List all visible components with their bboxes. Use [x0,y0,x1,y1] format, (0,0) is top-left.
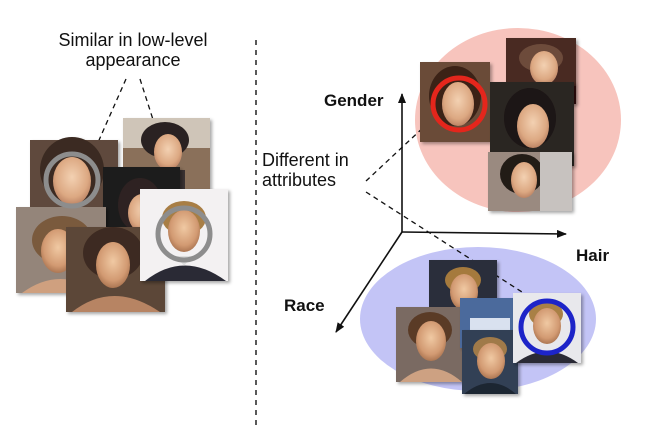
left-highlight-circle-woman [43,151,101,209]
left-caption-line1: Similar in low-level [58,30,208,50]
gender-highlight-circle [430,75,488,133]
photo-male-2 [396,307,466,382]
race-highlight-circle [518,298,576,356]
right-caption: Different in attributes [262,150,349,190]
left-face-collage [16,118,228,312]
left-caption: Similar in low-level appearance [38,30,228,70]
photo-male-4 [462,330,518,394]
race-axis-label: Race [284,296,325,315]
photo-man-right [140,189,228,281]
race-axis [335,231,403,333]
gender-axis-label: Gender [324,91,384,110]
hair-axis-label: Hair [576,246,610,265]
race-cluster-faces [396,260,581,394]
left-caption-line2: appearance [85,50,181,71]
left-highlight-circle-man [155,205,213,263]
gender-cluster-faces [420,38,576,211]
right-caption-line2: attributes [262,170,337,191]
photo-female-4 [488,152,572,211]
right-caption-line1: Different in [262,150,349,170]
hair-axis [401,229,567,238]
